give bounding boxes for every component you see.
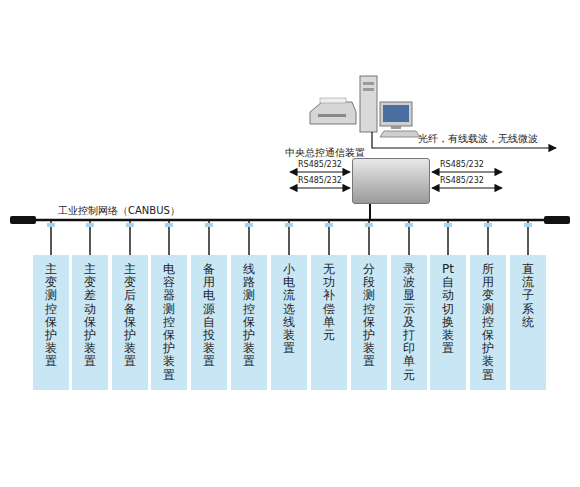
link-label: 光纤，有线载波，无线微波 (418, 132, 538, 146)
port-label: RS485/232 (298, 176, 342, 185)
bus-connector (169, 204, 370, 255)
bus-tap (47, 223, 55, 227)
device-box: 无功补偿单元 (311, 255, 347, 390)
device-box: 直流子系统 (510, 255, 546, 390)
bus-connector (289, 204, 370, 255)
bus-tap (165, 223, 173, 227)
keyboard-icon (380, 131, 420, 137)
bus-connector (370, 204, 488, 255)
device-name: 小电流选线装置 (283, 263, 295, 355)
bus-tap (86, 223, 94, 227)
bus-connector (370, 204, 448, 255)
bus-connector (249, 204, 370, 255)
port-label: RS485/232 (298, 160, 342, 169)
device-box: 备用电源自投装置 (191, 255, 227, 390)
device-box: Pt自动切换装置 (430, 255, 466, 390)
device-box: 小电流选线装置 (271, 255, 307, 390)
bus-tap (285, 223, 293, 227)
bus-tap (444, 223, 452, 227)
bus-connector (370, 204, 528, 255)
rs485-arrow (432, 171, 502, 172)
bus-tap (365, 223, 373, 227)
device-name: 主变后备保护装置 (124, 263, 136, 369)
bus-tap (524, 223, 532, 227)
device-box: 主变后备保护装置 (112, 255, 148, 390)
bus-connector (209, 204, 370, 255)
bus-connector (329, 204, 370, 255)
bus-end-cap (544, 216, 570, 224)
monitor-icon (380, 102, 412, 129)
rs485-arrow (432, 187, 502, 188)
device-box: 分段测控保护装置 (351, 255, 387, 390)
uplink-arrow (372, 132, 556, 148)
device-name: 所用变测控保护装置 (482, 263, 494, 382)
bus-tap (325, 223, 333, 227)
device-name: 分段测控保护装置 (363, 263, 375, 369)
bus-tap (245, 223, 253, 227)
device-heading: 中央总控通信装置 (285, 146, 365, 160)
bus-connector (370, 204, 409, 255)
rs485-arrow (290, 187, 350, 188)
device-name: 录波显示及打印单元 (403, 263, 415, 382)
bus-tap (405, 223, 413, 227)
device-name: 电容器测控保护装置 (163, 263, 175, 382)
device-box: 电容器测控保护装置 (151, 255, 187, 390)
device-name: 直流子系统 (522, 263, 534, 329)
printer-icon (310, 98, 356, 124)
bus-connector (51, 204, 370, 255)
bus-tap (205, 223, 213, 227)
device-box: 录波显示及打印单元 (391, 255, 427, 390)
device-name: 主变差动保护装置 (84, 263, 96, 369)
device-name: 线路测控保护装置 (243, 263, 255, 369)
port-label: RS485/232 (440, 160, 484, 169)
device-box: 主变差动保护装置 (72, 255, 108, 390)
device-box: 线路测控保护装置 (231, 255, 267, 390)
device-box: 所用变测控保护装置 (470, 255, 506, 390)
pc-tower-icon (360, 76, 377, 132)
bus-tap (126, 223, 134, 227)
device-name: 备用电源自投装置 (203, 263, 215, 369)
bus-end-cap (10, 216, 36, 224)
controller-device: 中央总控通信装置 (352, 158, 430, 204)
device-name: 主变测控保护装置 (45, 263, 57, 369)
port-label: RS485/232 (440, 176, 484, 185)
device-box: 主变测控保护装置 (33, 255, 69, 390)
network-label: 工业控制网络（CANBUS） (58, 204, 180, 218)
device-name: Pt自动切换装置 (442, 263, 454, 355)
bus-tap (484, 223, 492, 227)
device-name: 无功补偿单元 (323, 263, 335, 342)
rs485-arrow (290, 171, 350, 172)
